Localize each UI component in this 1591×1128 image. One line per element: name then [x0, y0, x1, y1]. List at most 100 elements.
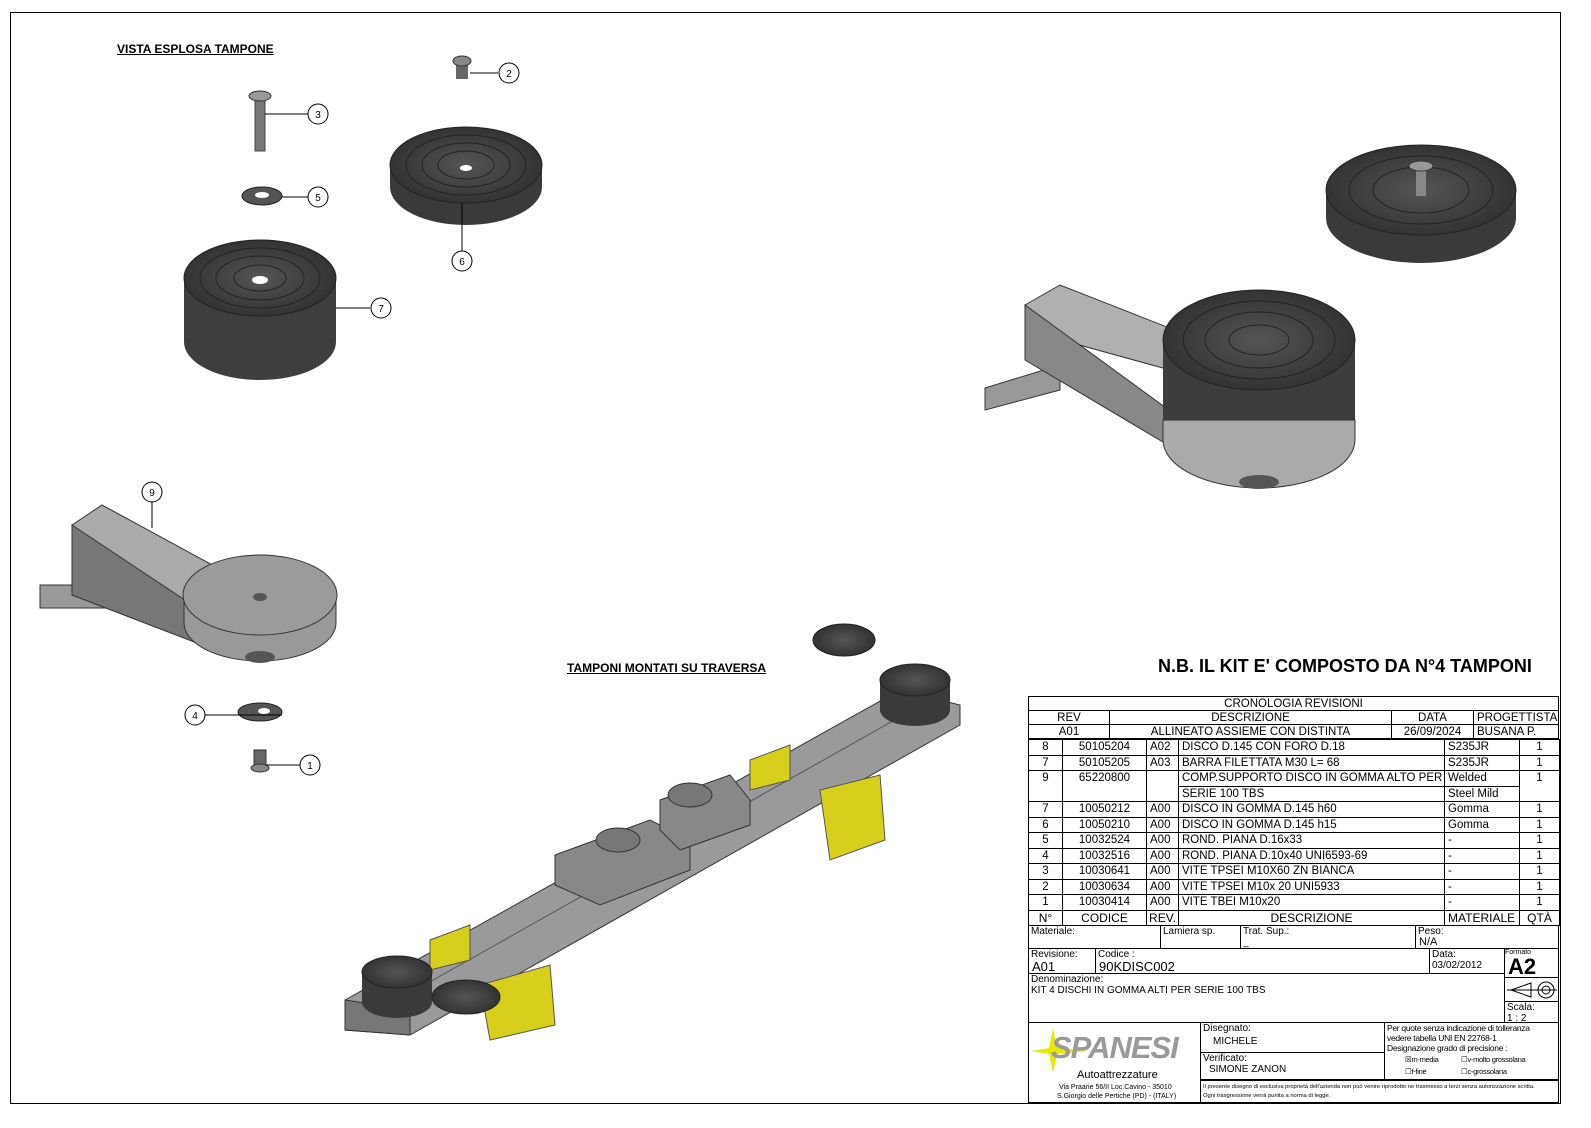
- bom-header-revision: REV.: [1146, 909, 1179, 926]
- screw-3: [248, 90, 272, 152]
- surface-treatment-label: Trat. Sup.:: [1243, 926, 1290, 937]
- date-label: Data:: [1432, 949, 1456, 960]
- bom-quantity: 1: [1519, 801, 1560, 818]
- bom-revision: A02: [1146, 739, 1179, 756]
- balloon-7: 7: [378, 304, 384, 315]
- bom-item-number: 5: [1028, 832, 1063, 849]
- bom-material: Gomma: [1444, 801, 1520, 818]
- option-m-media[interactable]: ☒m-media: [1405, 1055, 1439, 1064]
- crossbar-view: [344, 623, 961, 1041]
- bom-code: 10050210: [1062, 816, 1147, 833]
- code-value: 90KDISC002: [1099, 959, 1175, 974]
- assembled-view: [984, 144, 1517, 489]
- bom-material: -: [1444, 863, 1520, 880]
- legal-note-2: Ogni trasgressione verrà punita a norma …: [1203, 1093, 1331, 1099]
- balloon-9: 9: [149, 488, 155, 499]
- bom-item-number: 3: [1028, 863, 1063, 880]
- option-c-grossolana[interactable]: ☐c-grossolana: [1461, 1067, 1507, 1076]
- code-label: Codice :: [1098, 949, 1135, 960]
- option-f-fine[interactable]: ☐f-fine: [1405, 1067, 1427, 1076]
- rev-desc-value: ALLINEATO ASSIEME CON DISTINTA: [1109, 724, 1392, 739]
- drawn-by-label: Disegnato:: [1203, 1023, 1251, 1034]
- bom-revision: A00: [1146, 863, 1179, 880]
- kit-note: N.B. IL KIT E' COMPOSTO DA N°4 TAMPONI: [1158, 656, 1532, 676]
- balloon-4: 4: [192, 711, 198, 722]
- bom-material: -: [1444, 847, 1520, 864]
- bom-item-number: [1028, 785, 1063, 802]
- bom-description: VITE TPSEI M10x 20 UNI5933: [1178, 878, 1445, 895]
- washer-4: [237, 702, 283, 722]
- checked-by-value: SIMONE ZANON: [1209, 1064, 1287, 1075]
- company-logo: SPANESI Autoattrezzature Via Praarie 56/…: [1028, 1022, 1201, 1103]
- bom-description: SERIE 100 TBS: [1178, 785, 1445, 802]
- rev-designer-value: BUSANA P.: [1473, 724, 1559, 739]
- bom-item-number: 6: [1028, 816, 1063, 833]
- bom-material: -: [1444, 894, 1520, 911]
- checked-checkbox-icon: ☒: [1405, 1055, 1412, 1064]
- checkbox-icon: ☐: [1405, 1067, 1412, 1076]
- scale-label: Scala:: [1507, 1002, 1535, 1013]
- exploded-view-title: VISTA ESPLOSA TAMPONE: [117, 42, 274, 56]
- bom-material: Gomma: [1444, 816, 1520, 833]
- revision-label: Revisione:: [1031, 949, 1078, 960]
- bom-quantity: 1: [1519, 847, 1560, 864]
- bom-code: 10030634: [1062, 878, 1147, 895]
- checked-by-label: Verificato:: [1203, 1053, 1247, 1064]
- surface-treatment-value: _: [1243, 937, 1249, 948]
- legal-note-1: Il presente disegno di esclusiva proprie…: [1203, 1084, 1535, 1090]
- denomination-value: KIT 4 DISCHI IN GOMMA ALTI PER SERIE 100…: [1031, 985, 1266, 996]
- bom-material: S235JR: [1444, 739, 1520, 756]
- bom-code: 10032516: [1062, 847, 1147, 864]
- bom-quantity: 1: [1519, 770, 1560, 787]
- company-name: SPANESI: [1051, 1030, 1179, 1065]
- bom-code: [1062, 785, 1147, 802]
- sheet-border: [10, 12, 1561, 1104]
- bom-code: 50105205: [1062, 754, 1147, 771]
- company-subtitle: Autoattrezzature: [1077, 1069, 1158, 1081]
- bom-header-description: DESCRIZIONE: [1178, 909, 1445, 926]
- bom-item-number: 7: [1028, 801, 1063, 818]
- rev-header: REV: [1028, 710, 1110, 725]
- company-address-2: S.Giorgio delle Pertiche (PD) - (ITALY): [1057, 1093, 1177, 1100]
- balloon-2: 2: [506, 69, 512, 80]
- balloon-1: 1: [307, 761, 313, 772]
- bom-item-number: 9: [1028, 770, 1063, 787]
- balloon-3: 3: [315, 110, 321, 121]
- bom-revision: A00: [1146, 847, 1179, 864]
- washer-5: [241, 186, 283, 206]
- option-v-molto-grossolana[interactable]: ☐v-molto grossolana: [1461, 1055, 1526, 1064]
- rev-desc-header: DESCRIZIONE: [1109, 710, 1392, 725]
- bom-code: 10050212: [1062, 801, 1147, 818]
- projection-symbol-icon: [1504, 977, 1559, 1002]
- bom-material: -: [1444, 878, 1520, 895]
- bom-item-number: 2: [1028, 878, 1063, 895]
- balloon-5: 5: [315, 193, 321, 204]
- bom-quantity: 1: [1519, 878, 1560, 895]
- bom-item-number: 8: [1028, 739, 1063, 756]
- tolerance-note-1: Per quote senza indicazione di tolleranz…: [1387, 1023, 1530, 1033]
- screw-1: [250, 749, 270, 773]
- disc-7: [183, 239, 337, 380]
- material-label: Materiale:: [1031, 926, 1075, 937]
- bom-quantity: 1: [1519, 754, 1560, 771]
- bom-description: COMP.SUPPORTO DISCO IN GOMMA ALTO PER: [1178, 770, 1445, 787]
- scale-value: 1 : 2: [1507, 1013, 1527, 1023]
- bom-code: 10032524: [1062, 832, 1147, 849]
- bom-description: ROND. PIANA D.16x33: [1178, 832, 1445, 849]
- bom-revision: A00: [1146, 801, 1179, 818]
- support-9: [39, 504, 338, 663]
- bom-header-quantity: QTÀ: [1519, 909, 1560, 926]
- bom-quantity: 1: [1519, 863, 1560, 880]
- bom-quantity: 1: [1519, 816, 1560, 833]
- bom-material: -: [1444, 832, 1520, 849]
- bom-quantity: [1519, 785, 1560, 802]
- weight-value: N/A: [1419, 936, 1438, 948]
- bom-description: ROND. PIANA D.10x40 UNI6593-69: [1178, 847, 1445, 864]
- drawn-by-value: MICHELE: [1213, 1036, 1258, 1047]
- mounted-view-title: TAMPONI MONTATI SU TRAVERSA: [567, 661, 767, 675]
- bom-description: BARRA FILETTATA M30 L= 68: [1178, 754, 1445, 771]
- rev-designer-header: PROGETTISTA: [1473, 710, 1559, 725]
- bom-header-item-number: N°: [1028, 909, 1063, 926]
- bom-code: 10030414: [1062, 894, 1147, 911]
